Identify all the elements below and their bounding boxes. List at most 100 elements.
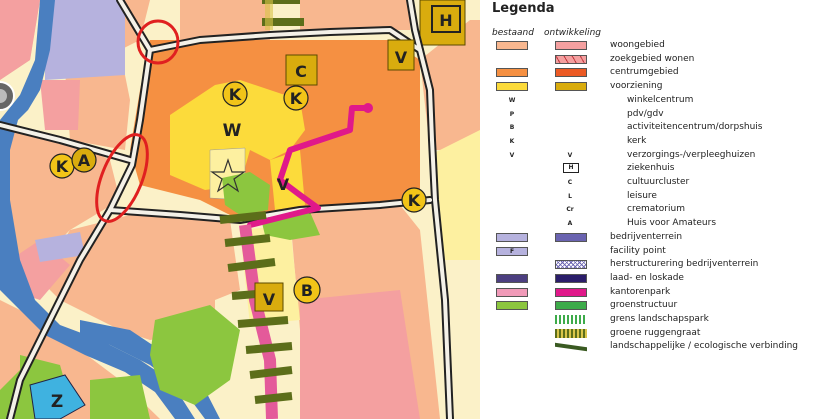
legend-label: voorziening (610, 81, 663, 92)
legend-row: voorziening (480, 80, 816, 94)
legend-label: cultuurcluster (627, 177, 690, 187)
svg-text:Z: Z (51, 392, 63, 412)
legend-swatch-development (555, 41, 587, 50)
culture-cluster-marker[interactable]: C (285, 54, 318, 86)
care-home-marker-1[interactable]: V (387, 39, 415, 71)
legend-symbol-existing: B (509, 124, 515, 132)
legend-swatch-park-border (555, 315, 587, 324)
legend-symbol-existing: F (509, 247, 515, 255)
legend-label: verzorgings-/verpleeghuizen (627, 149, 756, 160)
facility-east (430, 130, 480, 260)
legend-label: activiteitencentrum/dorpshuis (627, 122, 763, 133)
legend-label: centrumgebied (610, 67, 679, 78)
legend-swatch-green-spine (555, 328, 587, 338)
legend-swatch-existing (496, 232, 528, 242)
svg-text:V: V (395, 48, 408, 67)
shopping-centre-label: W (223, 121, 242, 141)
legend-swatch-development (555, 273, 587, 283)
legend-col-development: ontwikkeling (544, 28, 601, 38)
legend-swatch-development (555, 287, 587, 297)
map-markers: K K K K A B C V (49, 5, 461, 412)
legend-swatch-existing (496, 82, 528, 92)
legend-swatch-hatched (555, 54, 587, 64)
legend-label: facility point (610, 245, 666, 256)
pink-route (247, 105, 371, 228)
legend-label: bedrijventerrein (610, 231, 683, 242)
care-home-marker-3[interactable]: V (254, 282, 284, 312)
legend-label: pdv/gdv (627, 108, 664, 119)
legend-swatch-development (555, 301, 587, 311)
legend-row: kantorenpark (480, 286, 816, 300)
z-marker[interactable]: Z (51, 392, 63, 412)
legend-symbol-development: H (563, 163, 579, 174)
highlight-ellipse-left[interactable] (86, 128, 158, 228)
church-marker-2[interactable]: K (283, 85, 309, 111)
amateur-house-marker[interactable]: A (71, 147, 97, 173)
legend-title: Legenda (492, 1, 555, 16)
legend-row: bedrijventerrein (480, 231, 816, 245)
legend-symbol-development: Cr (566, 206, 574, 214)
legend-label: grens landschapspark (610, 314, 709, 324)
business-park (35, 0, 125, 262)
legend-row: groene ruggengraat (480, 327, 816, 341)
svg-text:K: K (229, 85, 242, 104)
legend-label: leisure (627, 190, 657, 201)
legend-swatch-existing (496, 246, 528, 256)
landscape-border-top (265, 0, 273, 30)
legend-label: groenstructuur (610, 300, 678, 311)
legend-label: woongebied (610, 40, 665, 50)
church-marker-4[interactable]: K (401, 187, 427, 213)
legend-swatch-existing (496, 41, 528, 50)
legend-row: herstructurering bedrijventerrein (480, 258, 816, 272)
legend-symbol-development: L (568, 192, 572, 200)
legend-swatch-eco-link (555, 343, 587, 352)
pink-route-end (363, 103, 373, 113)
svg-text:K: K (408, 191, 421, 210)
church-marker-1[interactable]: K (222, 81, 248, 107)
legend-label: zoekgebied wonen (610, 53, 695, 64)
legend-row: Cr crematorium (480, 203, 816, 217)
legend-label: kerk (627, 135, 647, 146)
highlight-circle-top[interactable] (136, 19, 180, 65)
facility-area (170, 80, 305, 190)
z-zone (29, 374, 86, 419)
legend-label: groene ruggengraat (610, 327, 701, 338)
legend-symbol-existing: V (509, 151, 515, 159)
hospital-marker[interactable]: H (431, 5, 461, 33)
legend-swatch-development (555, 232, 587, 242)
legend-symbol-development: V (567, 151, 573, 159)
legend-col-existing: bestaand (492, 28, 534, 38)
legend-row: landschappelijke / ecologische verbindin… (480, 340, 816, 354)
legend-swatch-development (555, 68, 587, 78)
svg-text:V: V (263, 290, 276, 309)
church-marker-3[interactable]: K (49, 153, 75, 179)
star-icon (210, 158, 246, 193)
activity-centre-marker[interactable]: B (293, 276, 321, 304)
legend-swatch-development (555, 82, 587, 92)
legend-label: Huis voor Amateurs (627, 218, 717, 229)
svg-text:H: H (439, 11, 452, 30)
map-canvas[interactable]: K K K K A B C V (0, 0, 480, 419)
svg-text:C: C (295, 62, 307, 81)
legend-row: laad- en loskade (480, 272, 816, 286)
svg-text:K: K (56, 157, 69, 176)
legend-label: winkelcentrum (627, 94, 694, 105)
care-home-marker-2[interactable]: V (277, 175, 290, 194)
legend-label: crematorium (627, 204, 685, 215)
legend-symbol-existing: P (509, 110, 515, 118)
legend-panel: Legenda bestaand ontwikkeling woongebied… (480, 0, 816, 419)
svg-text:V: V (277, 175, 290, 194)
legend-swatch-existing (496, 273, 528, 283)
legend-swatch-existing (496, 68, 528, 78)
legend-swatch-existing (496, 301, 528, 311)
legend-row: groenstructuur (480, 299, 816, 313)
legend-row: grens landschapspark (480, 313, 816, 327)
